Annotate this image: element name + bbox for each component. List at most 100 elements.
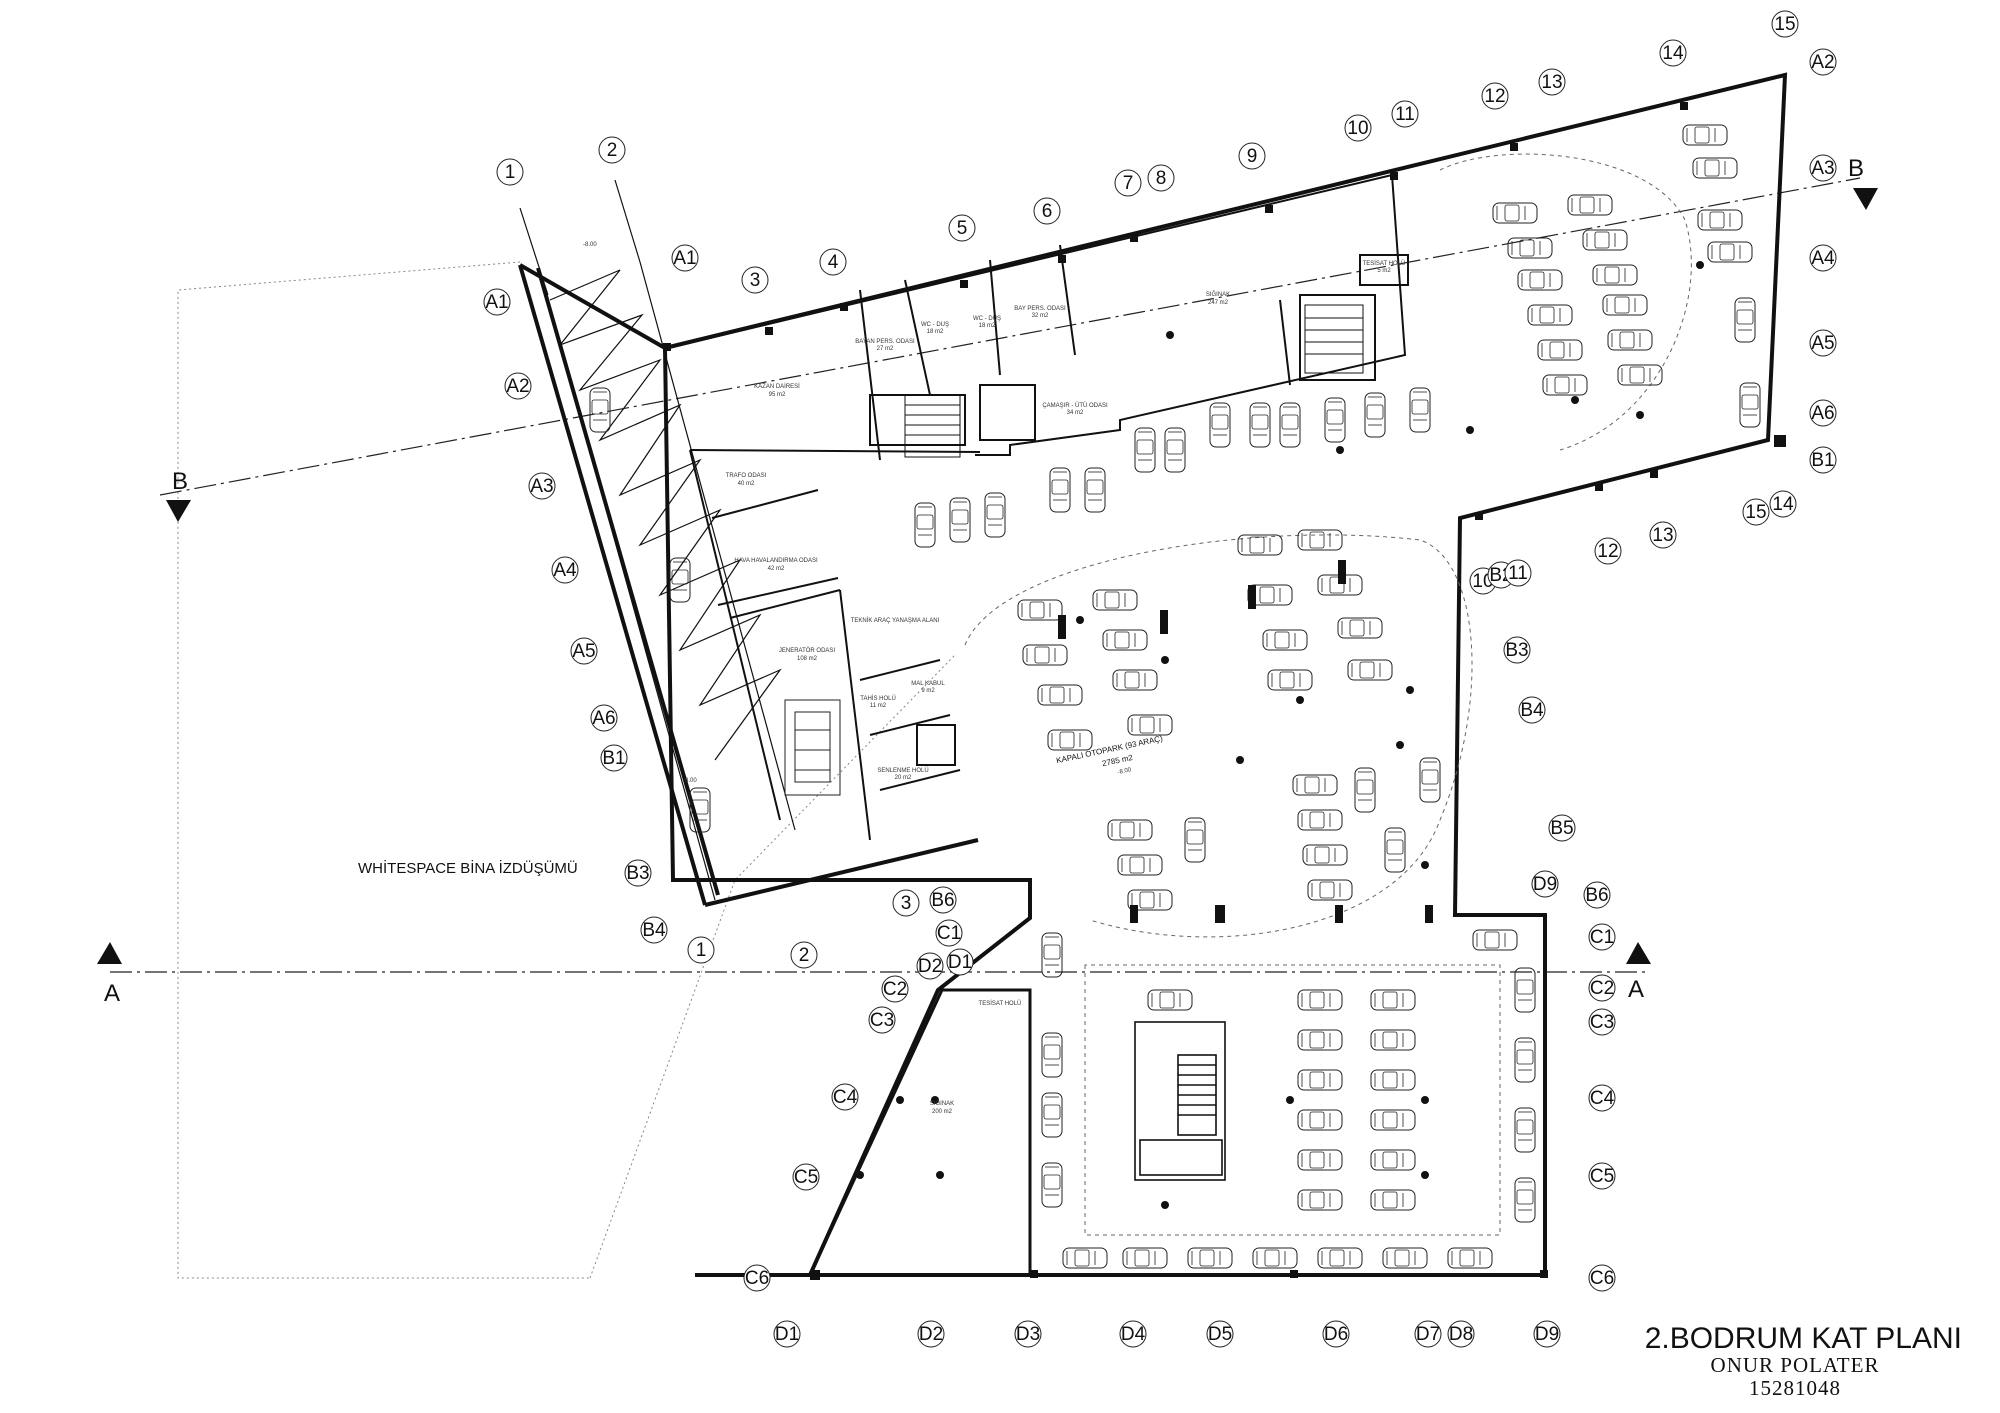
axis-bubble <box>1588 923 1616 951</box>
room-label: 32 m2 <box>1032 313 1049 319</box>
generator-equipment <box>784 699 841 796</box>
room-label: 5 m2 <box>1377 268 1391 274</box>
axis-label: D7 <box>1416 1324 1440 1345</box>
axis-bubble <box>1114 169 1142 197</box>
axis-bubble <box>1014 1320 1042 1348</box>
axis-label: A5 <box>1811 333 1834 354</box>
room-label: 34 m2 <box>1067 410 1084 416</box>
axis-bubble <box>1588 1162 1616 1190</box>
axis-label: 1 <box>505 162 516 183</box>
axis-label: D6 <box>1324 1324 1348 1345</box>
section-markers <box>97 188 1878 964</box>
section-mark-a-right: A <box>1628 976 1644 1003</box>
axis-bubble <box>1588 1084 1616 1112</box>
axis-bubble <box>946 948 974 976</box>
section-mark-a-left: A <box>104 980 120 1007</box>
axis-bubble <box>496 158 524 186</box>
axis-label: A3 <box>530 476 553 497</box>
axis-bubble <box>1649 521 1677 549</box>
axis-bubble <box>1322 1320 1350 1348</box>
axis-label: 1 <box>696 940 707 961</box>
whitespace-projection-label: WHİTESPACE BİNA İZDÜŞÜMÜ <box>358 859 578 877</box>
axis-label: 12 <box>1597 541 1618 562</box>
axis-label: 11 <box>1395 104 1415 125</box>
axis-bubble <box>1809 399 1837 427</box>
axis-label: 14 <box>1772 494 1794 515</box>
room-label: ÇAMAŞIR - ÜTÜ ODASI <box>1042 402 1108 409</box>
room-label: TRAFO ODASI <box>726 473 767 479</box>
axis-bubble <box>1769 490 1797 518</box>
axis-bubble <box>671 244 699 272</box>
axis-label: B1 <box>1811 450 1834 471</box>
axis-bubble <box>1147 164 1175 192</box>
room-label: 11 m2 <box>870 703 887 709</box>
axis-label: C3 <box>870 1010 894 1031</box>
axis-label: B5 <box>1550 818 1573 839</box>
axis-label: C4 <box>1590 1088 1615 1109</box>
axis-label: 15 <box>1774 14 1795 35</box>
axis-bubble <box>624 859 652 887</box>
axis-label: C1 <box>937 923 961 944</box>
axis-label: A1 <box>485 292 508 313</box>
room-label: TAHİS HOLÜ <box>860 695 896 702</box>
level-mark-ramp-top: -8.00 <box>583 242 597 248</box>
axis-bubble <box>1588 1264 1616 1292</box>
axis-bubble <box>640 916 668 944</box>
axis-bubble <box>590 704 618 732</box>
axis-bubble <box>1447 1320 1475 1348</box>
axis-label: 8 <box>1156 168 1167 189</box>
axis-label: A6 <box>592 708 615 729</box>
axis-label: D9 <box>1533 874 1557 895</box>
axis-label: 6 <box>1042 201 1053 222</box>
level-mark-ramp-bottom: -8.00 <box>683 778 697 784</box>
circulation-path <box>964 153 1692 1236</box>
axis-bubble <box>1344 114 1372 142</box>
room-label: 20 m2 <box>895 775 912 781</box>
room-label: SIĞINAK <box>1206 291 1230 298</box>
room-label: HAVA HAVALANDIRMA ODASI <box>734 558 818 564</box>
axis-label: B1 <box>602 748 625 769</box>
axis-bubble <box>1504 559 1532 587</box>
axis-label: D5 <box>1208 1324 1232 1345</box>
axis-label: D9 <box>1535 1324 1559 1345</box>
student-id: 15281048 <box>1749 1376 1841 1400</box>
section-line-b <box>159 177 1861 496</box>
axis-label: A1 <box>673 248 696 269</box>
section-mark-b-right: B <box>1848 155 1864 182</box>
axis-bubble <box>1238 142 1266 170</box>
room-label: 18 m2 <box>979 323 996 329</box>
axis-label: 5 <box>957 218 968 239</box>
axis-label: 14 <box>1662 43 1684 64</box>
axis-label: D1 <box>775 1324 799 1345</box>
axis-label: 2 <box>607 140 618 161</box>
room-label: 200 m2 <box>932 1109 953 1115</box>
axis-bubble <box>916 952 944 980</box>
axis-bubble <box>1206 1320 1234 1348</box>
axis-label: 13 <box>1652 525 1673 546</box>
axis-bubble <box>917 1320 945 1348</box>
axis-bubble <box>1033 197 1061 225</box>
whitespace-projection-outline <box>177 261 956 1279</box>
room-label: 40 m2 <box>738 481 755 487</box>
room-label: WC - DUŞ <box>973 316 1001 322</box>
axis-bubble <box>1809 329 1837 357</box>
axis-label: B6 <box>1585 885 1608 906</box>
axis-label: 3 <box>901 893 912 914</box>
axis-bubble <box>1583 881 1611 909</box>
axis-label: A3 <box>1811 158 1834 179</box>
axis-label: 7 <box>1123 173 1134 194</box>
room-label: JENERATÖR ODASI <box>779 647 836 654</box>
axis-bubble <box>1809 244 1837 272</box>
axis-label: C6 <box>1590 1268 1614 1289</box>
level-mark-parking: -8.00 <box>1117 767 1132 776</box>
axis-bubble <box>1119 1320 1147 1348</box>
stairs-upper <box>904 304 1364 458</box>
axis-bubble <box>1588 1008 1616 1036</box>
axis-label: 13 <box>1541 72 1562 93</box>
axis-bubble <box>1594 537 1622 565</box>
axis-label: A5 <box>572 641 595 662</box>
axis-bubble <box>743 1264 771 1292</box>
axis-bubble <box>1742 498 1770 526</box>
